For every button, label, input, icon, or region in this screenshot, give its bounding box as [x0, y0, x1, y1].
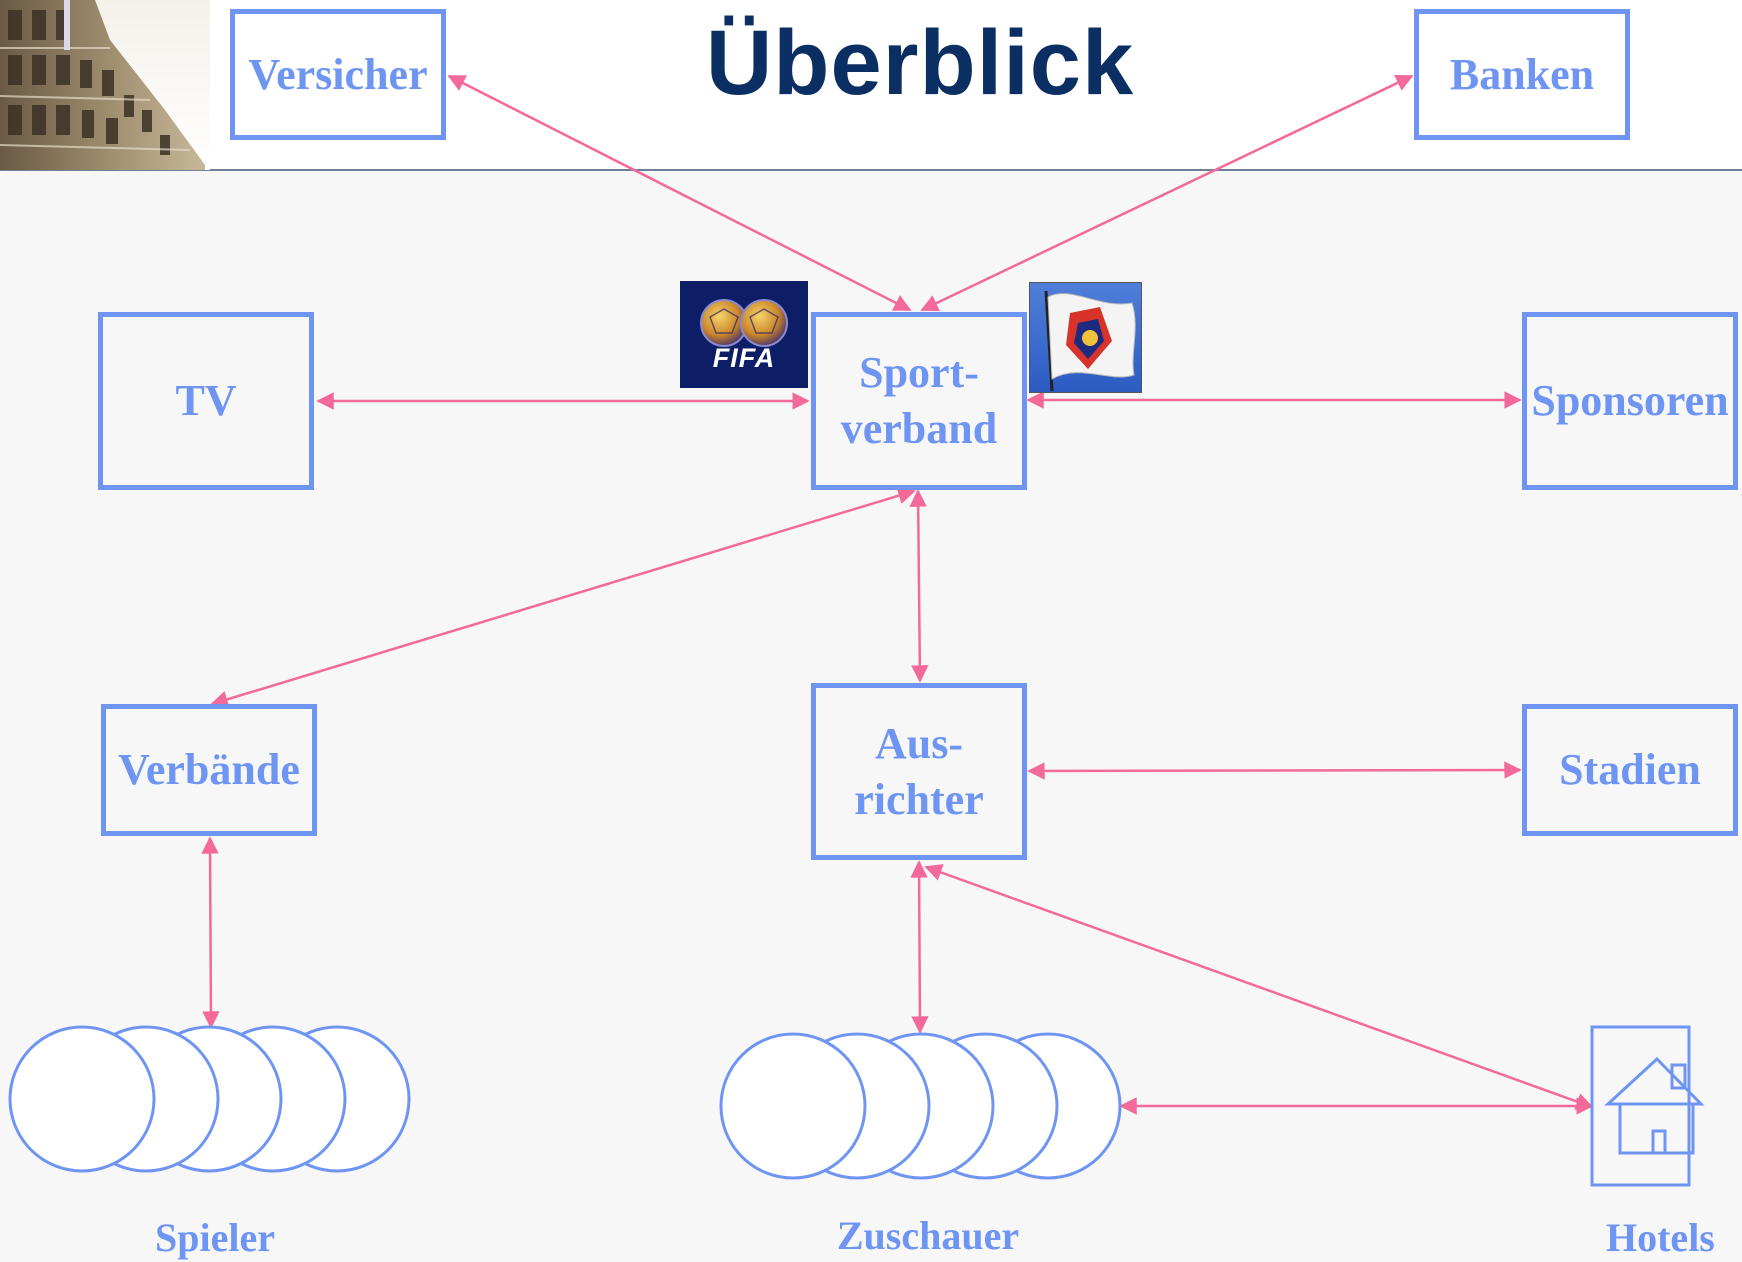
spieler-group [8, 1025, 411, 1173]
verbaende-node: Verbände [101, 704, 317, 836]
spieler-circle [8, 1025, 156, 1173]
connector-verbaende-spieler [201, 836, 220, 1029]
verbaende-label: Verbände [118, 745, 300, 794]
stadien-label: Stadien [1559, 745, 1701, 794]
spieler-caption: Spieler [155, 1215, 275, 1260]
connector-sportverband-verbaende [210, 487, 916, 708]
tv-label: TV [175, 376, 237, 425]
house-icon [1590, 1025, 1705, 1187]
versicher-node: Versicher [230, 9, 446, 140]
ausrichter-node: Aus- richter [811, 683, 1027, 860]
banken-node: Banken [1414, 9, 1630, 140]
ausrichter-label-line2: richter [854, 774, 984, 824]
stadien-node: Stadien [1522, 704, 1738, 836]
zuschauer-group [719, 1032, 1122, 1180]
zuschauer-circle [719, 1032, 867, 1180]
connector-sportverband-ausrichter [909, 489, 929, 683]
building-photo-icon [0, 0, 210, 170]
sportverband-label-line1: Sport- [859, 348, 979, 397]
zuschauer-caption: Zuschauer [836, 1213, 1020, 1258]
sportverband-label-line2: verband [840, 404, 998, 453]
versicher-label: Versicher [248, 49, 428, 99]
banken-label: Banken [1449, 49, 1595, 99]
hotels-caption: Hotels [1606, 1215, 1715, 1260]
fifa-logo-text: FIFA [712, 343, 776, 373]
connector-ausrichter-stadien [1027, 761, 1522, 780]
tv-node: TV [98, 312, 314, 490]
sportverband-node: Sport- verband [811, 312, 1027, 490]
connector-ausrichter-zuschauer [910, 860, 929, 1034]
uefa-flag-icon [1029, 282, 1142, 393]
connector-ausrichter-hotels [924, 864, 1594, 1110]
connector-banken-sportverband [920, 74, 1414, 312]
connector-versicher-sportverband [447, 74, 912, 312]
ausrichter-label-line1: Aus- [874, 718, 964, 768]
sponsoren-node: Sponsoren [1522, 312, 1738, 490]
sponsoren-label: Sponsoren [1531, 376, 1729, 425]
fifa-logo-icon: FIFA [680, 281, 808, 388]
